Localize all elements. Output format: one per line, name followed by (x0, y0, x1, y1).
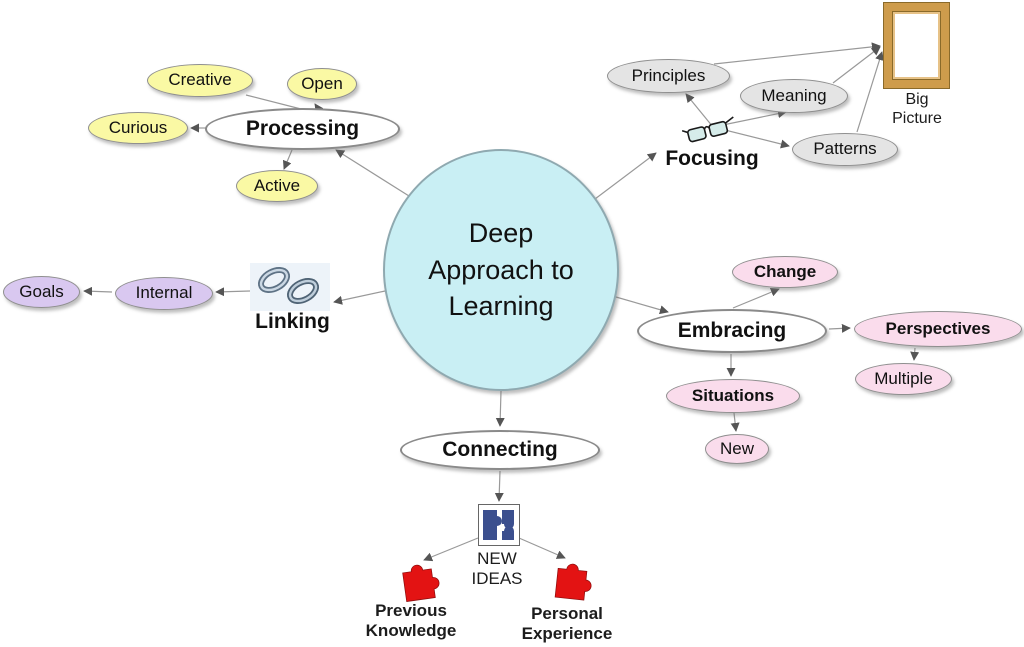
node-embracing[interactable]: Embracing (637, 309, 827, 353)
chain-link-icon[interactable] (250, 263, 330, 311)
node-new[interactable]: New (705, 434, 769, 464)
node-meaning[interactable]: Meaning (740, 79, 848, 113)
node-perspectives-label: Perspectives (885, 318, 991, 338)
node-meaning-label: Meaning (761, 85, 827, 105)
node-patterns-label: Patterns (813, 139, 877, 159)
picture-frame-icon[interactable] (884, 3, 949, 88)
node-focusing[interactable]: Focusing (652, 147, 772, 171)
node-open-label: Open (301, 73, 343, 93)
node-principles[interactable]: Principles (607, 59, 730, 93)
glasses-icon[interactable] (682, 115, 738, 147)
node-creative[interactable]: Creative (147, 64, 253, 97)
node-connecting-label: Connecting (442, 438, 558, 462)
node-goals-label: Goals (19, 281, 64, 301)
node-multiple-label: Multiple (874, 368, 933, 388)
node-internal-label: Internal (135, 283, 193, 303)
node-goals[interactable]: Goals (3, 276, 80, 308)
node-open[interactable]: Open (287, 68, 357, 100)
puzzle-icon[interactable] (478, 504, 520, 546)
node-new-ideas[interactable]: NEW IDEAS (465, 549, 529, 590)
node-perspectives[interactable]: Perspectives (854, 311, 1022, 347)
node-creative-label: Creative (168, 70, 232, 90)
node-curious[interactable]: Curious (88, 112, 188, 144)
node-processing[interactable]: Processing (205, 108, 400, 150)
node-situations-label: Situations (691, 385, 775, 405)
center-topic-label: Deep Approach to Learning (428, 218, 574, 322)
node-multiple[interactable]: Multiple (855, 363, 952, 395)
node-linking-label: Linking (255, 310, 330, 333)
node-situations[interactable]: Situations (666, 379, 800, 413)
node-processing-label: Processing (245, 117, 360, 141)
node-previous-knowledge-label: Previous Knowledge (365, 601, 457, 641)
node-embracing-label: Embracing (677, 319, 787, 343)
node-patterns[interactable]: Patterns (792, 133, 898, 166)
node-connecting[interactable]: Connecting (400, 430, 600, 470)
node-big-picture[interactable]: Big Picture (886, 90, 948, 128)
node-focusing-label: Focusing (665, 147, 759, 170)
node-deep-approach-to-learning[interactable]: Deep Approach to Learning (383, 149, 619, 391)
node-active-label: Active (253, 175, 301, 195)
node-change-label: Change (753, 261, 817, 281)
node-active[interactable]: Active (236, 170, 318, 202)
node-internal[interactable]: Internal (115, 277, 213, 310)
node-new-ideas-label: NEW IDEAS (471, 549, 523, 589)
node-change[interactable]: Change (732, 256, 838, 288)
puzzle-piece-red-icon[interactable] (394, 552, 444, 604)
node-curious-label: Curious (108, 117, 168, 137)
node-linking[interactable]: Linking (245, 310, 340, 334)
node-new-label: New (719, 438, 754, 458)
node-previous-knowledge[interactable]: Previous Knowledge (341, 601, 481, 642)
node-big-picture-label: Big Picture (892, 91, 942, 128)
node-personal-experience[interactable]: Personal Experience (497, 604, 637, 645)
node-principles-label: Principles (631, 65, 706, 85)
node-personal-experience-label: Personal Experience (521, 604, 613, 644)
puzzle-piece-red-icon[interactable] (546, 551, 596, 603)
